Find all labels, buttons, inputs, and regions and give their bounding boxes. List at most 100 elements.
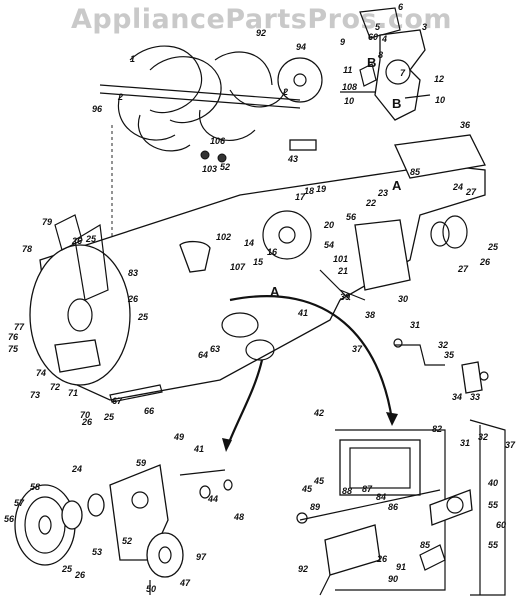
callout: 37 — [352, 344, 363, 354]
callout: 55 — [488, 500, 499, 510]
callout: 32 — [478, 432, 488, 442]
section-letter-b-top: B — [367, 55, 376, 70]
callout-arrow-right — [229, 295, 394, 421]
callout: 108 — [342, 82, 357, 92]
callout: 41 — [193, 444, 204, 454]
callout: 56 — [346, 212, 357, 222]
callout: 25 — [103, 412, 115, 422]
callout: 17 — [295, 192, 306, 202]
callout: 25 — [85, 234, 97, 244]
callout: 32 — [438, 340, 448, 350]
callout: 70 — [80, 410, 90, 420]
callout: 64 — [198, 350, 208, 360]
callout: 24 — [452, 182, 463, 192]
callout: 101 — [333, 254, 348, 264]
callout: 22 — [365, 198, 376, 208]
callout: 72 — [50, 382, 60, 392]
callout: 87 — [362, 484, 373, 494]
arrow-head-right — [386, 412, 398, 426]
detail-inset — [296, 419, 506, 596]
callout: 50 — [146, 584, 156, 594]
callout: 27 — [465, 187, 477, 197]
section-letter-a-left: A — [270, 284, 280, 299]
callout: 41 — [297, 308, 308, 318]
callout: 82 — [432, 424, 442, 434]
callout: 48 — [233, 512, 244, 522]
callout: 8 — [378, 50, 383, 60]
callout: 83 — [128, 268, 138, 278]
callout: 102 — [216, 232, 231, 242]
callout: 25 — [137, 312, 149, 322]
callout: 45 — [313, 476, 325, 486]
callout: 26 — [376, 554, 388, 564]
callout: 1 — [130, 54, 135, 64]
callout: 35 — [444, 350, 455, 360]
callout: 91 — [396, 562, 406, 572]
callout: 21 — [337, 266, 348, 276]
section-letter-a-right: A — [392, 178, 402, 193]
callout: 18 — [304, 186, 314, 196]
callout: 76 — [8, 332, 19, 342]
callout: 71 — [68, 388, 78, 398]
callout: 53 — [92, 547, 102, 557]
callout: 31 — [460, 438, 470, 448]
callout: 25 — [487, 242, 499, 252]
callout: 5 — [375, 22, 381, 32]
callout: 85 — [420, 540, 431, 550]
callout: 20 — [323, 220, 334, 230]
callout: 73 — [30, 390, 40, 400]
callout: 11 — [343, 65, 352, 75]
callout: 106 — [210, 136, 226, 146]
callout: 49 — [173, 432, 184, 442]
callout: 2 — [117, 92, 123, 102]
label-43: 43 — [287, 154, 298, 164]
callout: 42 — [313, 408, 324, 418]
callout: 31 — [410, 320, 420, 330]
callout: 57 — [14, 498, 25, 508]
callout: 2 — [282, 87, 288, 97]
arrow-head-left — [222, 438, 232, 452]
callout: 63 — [210, 344, 220, 354]
callout: 14 — [244, 238, 254, 248]
callout: 54 — [324, 240, 334, 250]
callout: 58 — [30, 482, 40, 492]
callout: 78 — [22, 244, 32, 254]
callout: 45 — [301, 484, 313, 494]
callout: 52 — [220, 162, 230, 172]
callout: 96 — [92, 104, 103, 114]
callout: 89 — [310, 502, 320, 512]
callout: 59 — [136, 458, 146, 468]
callout: 60 — [368, 32, 378, 42]
callout: 52 — [122, 536, 132, 546]
gearbox-assembly — [340, 7, 431, 121]
callout: 107 — [230, 262, 246, 272]
callout: 79 — [42, 217, 52, 227]
callout: 56 — [4, 514, 15, 524]
part-callouts: 1 2 2 3 4 5 6 7 8 9 10 10 11 12 14 15 16… — [4, 2, 516, 594]
callout: 15 — [253, 257, 264, 267]
callout: 90 — [388, 574, 398, 584]
callout: 77 — [14, 322, 25, 332]
callout: 67 — [112, 396, 123, 406]
callout: 19 — [316, 184, 326, 194]
callout: 103 — [202, 164, 217, 174]
callout: 24 — [71, 464, 82, 474]
main-housing — [29, 134, 489, 403]
callout: 26 — [74, 570, 86, 580]
callout: 74 — [36, 368, 46, 378]
callout: 26 — [81, 417, 93, 427]
callout: 92 — [298, 564, 308, 574]
section-letter-b-bottom: B — [392, 96, 401, 111]
callout: 38 — [365, 310, 375, 320]
callout: 36 — [460, 120, 471, 130]
callout: 88 — [342, 486, 352, 496]
callout: 84 — [376, 492, 386, 502]
callout: 44 — [207, 494, 218, 504]
callout: 3 — [422, 22, 427, 32]
callout-arrow-left — [226, 359, 264, 446]
callout: 9 — [340, 37, 345, 47]
callout: 86 — [388, 502, 399, 512]
callout: 26 — [127, 294, 139, 304]
callout: 40 — [487, 478, 498, 488]
